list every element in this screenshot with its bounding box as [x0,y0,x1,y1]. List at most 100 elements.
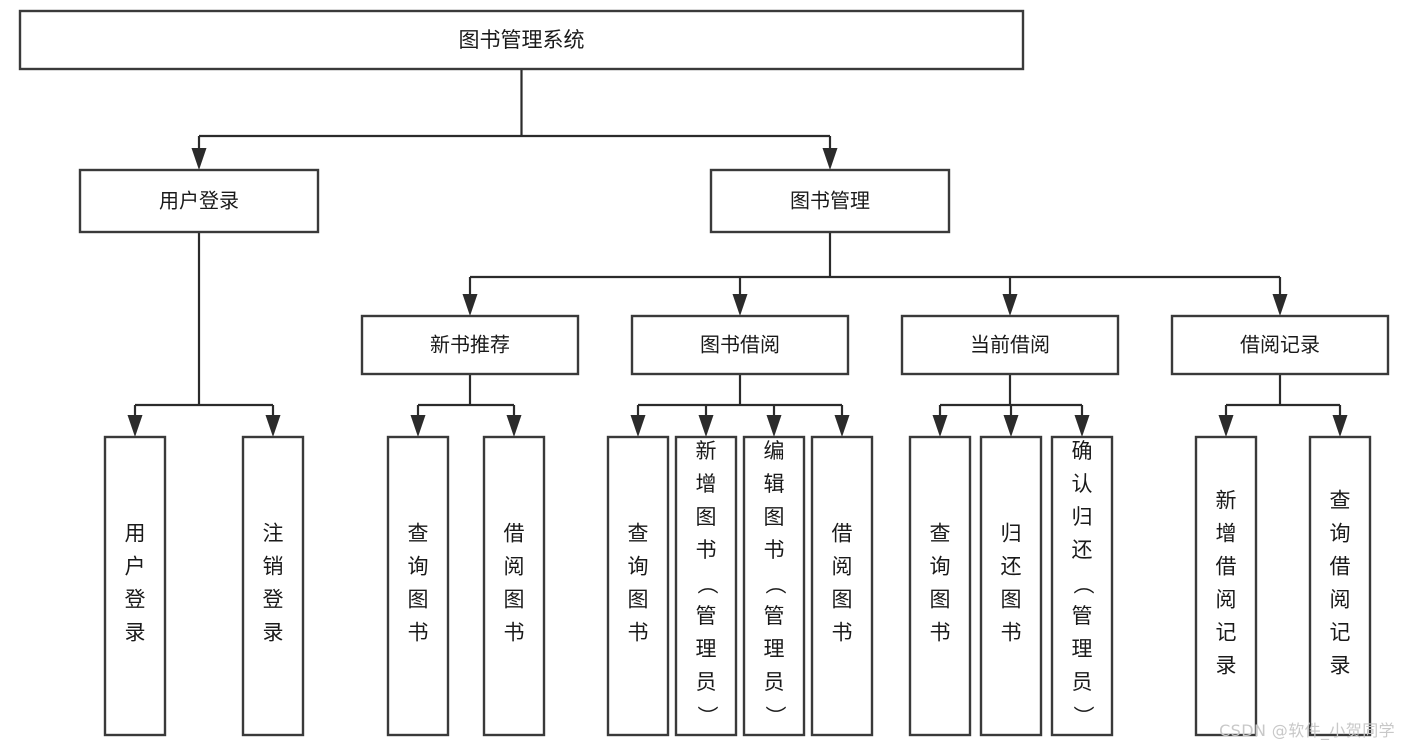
node-label: 图 [408,588,429,612]
node-label: 增 [1216,522,1237,546]
node-label: 图书管理系统 [459,28,585,52]
node-label: 图书借阅 [700,333,780,357]
node-label: 理 [1072,637,1093,661]
node-user-login[interactable]: 用户登录 [78,168,320,234]
node-label: 员 [764,670,785,694]
node-label: 注 [263,522,284,546]
node-label: 图 [504,588,525,612]
node-label: 阅 [1330,588,1351,612]
node-label: 还 [1001,555,1022,579]
node-label: 管 [1072,604,1093,628]
node-label: 当前借阅 [970,333,1050,357]
node-label: （ [695,574,719,595]
node-label: 管 [764,604,785,628]
node-label: 借 [1330,555,1351,579]
node-label: 书 [832,621,853,645]
node-label: 询 [930,555,951,579]
node-label: 借 [1216,555,1237,579]
node-label: 借 [504,522,525,546]
node-label: ） [1071,706,1095,727]
node-label: 新书推荐 [430,333,510,357]
node-new-book-recommend[interactable]: 新书推荐 [360,314,580,376]
node-label: 借阅记录 [1240,333,1320,357]
node-root[interactable]: 图书管理系统 [18,9,1025,71]
node-label: 录 [1330,654,1351,678]
node-label: ） [763,706,787,727]
node-label: 登 [263,588,284,612]
node-book-manage[interactable]: 图书管理 [709,168,951,234]
node-current-borrow[interactable]: 当前借阅 [900,314,1120,376]
node-label: 户 [125,555,146,579]
node-label: 辑 [764,472,785,496]
node-borrow-record[interactable]: 借阅记录 [1170,314,1390,376]
node-label: 书 [764,538,785,562]
node-book-borrow[interactable]: 图书借阅 [630,314,850,376]
node-label: 书 [696,538,717,562]
node-label: 编 [764,439,785,463]
node-label: 认 [1072,472,1093,496]
node-label: 新 [1216,489,1237,513]
node-label: 查 [930,522,951,546]
node-label: 询 [628,555,649,579]
node-label: 书 [408,621,429,645]
node-label: 理 [764,637,785,661]
node-label: 销 [263,555,284,579]
node-label: （ [763,574,787,595]
node-label: 书 [1001,621,1022,645]
node-label: 用户登录 [159,189,239,213]
node-label: 阅 [1216,588,1237,612]
node-label: 查 [628,522,649,546]
node-label: 图 [930,588,951,612]
nodes-layer: 图书管理系统用户登录图书管理新书推荐图书借阅当前借阅借阅记录用户登录注销登录查询… [18,9,1390,737]
node-label: 图 [1001,588,1022,612]
node-label: 记 [1330,621,1351,645]
node-label: 员 [1072,670,1093,694]
node-label: 员 [696,670,717,694]
node-label: 阅 [832,555,853,579]
node-label: 确 [1072,439,1093,463]
node-label: 还 [1072,538,1093,562]
node-label: 询 [408,555,429,579]
node-label: ） [695,706,719,727]
node-label: 借 [832,522,853,546]
node-label: 查 [1330,489,1351,513]
node-label: 图 [832,588,853,612]
node-label: 归 [1072,505,1093,529]
node-label: 登 [125,588,146,612]
node-label: 查 [408,522,429,546]
node-label: 图 [764,505,785,529]
node-label: 图 [696,505,717,529]
connectors-layer [127,69,1348,437]
node-label: （ [1071,574,1095,595]
node-leaf-user-login[interactable]: 用户登录 [103,435,167,737]
node-label: 录 [125,621,146,645]
node-label: 书 [930,621,951,645]
node-label: 书 [628,621,649,645]
node-label: 图书管理 [790,189,870,213]
node-label: 新 [696,439,717,463]
node-label: 录 [1216,654,1237,678]
node-label: 归 [1001,522,1022,546]
node-label: 管 [696,604,717,628]
node-label: 记 [1216,621,1237,645]
node-label: 询 [1330,522,1351,546]
node-label: 阅 [504,555,525,579]
node-label: 用 [125,522,146,546]
node-label: 书 [504,621,525,645]
node-label: 增 [696,472,717,496]
node-label: 图 [628,588,649,612]
